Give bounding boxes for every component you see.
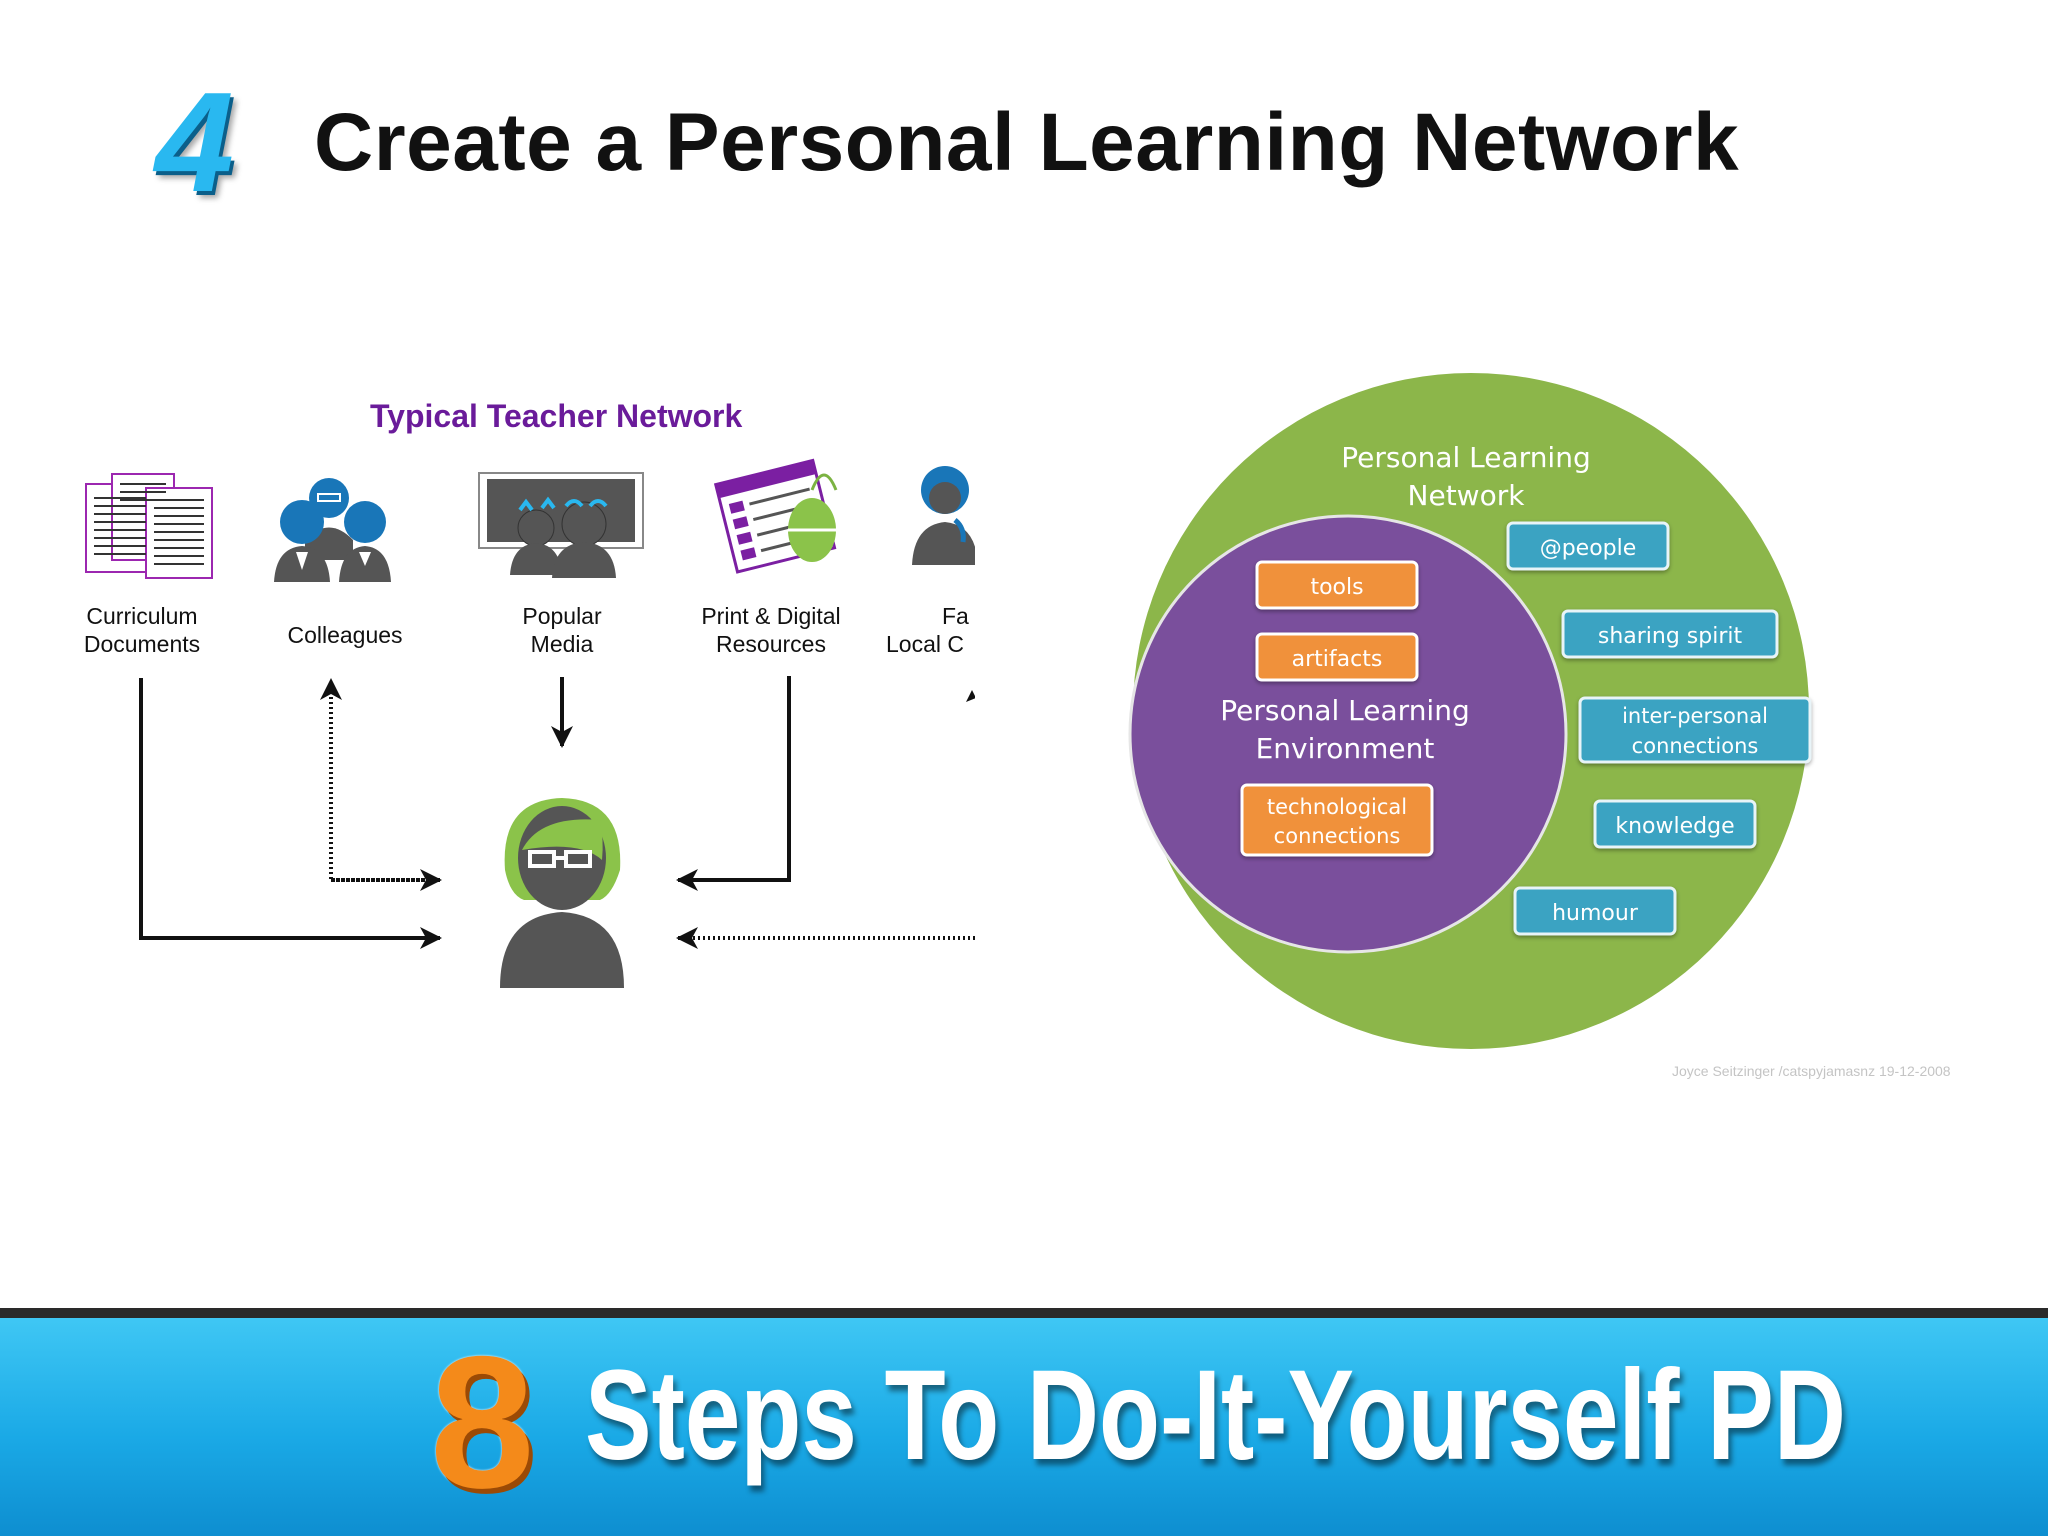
tag-technological-connections: technological connections: [1242, 785, 1432, 855]
tag-label: humour: [1552, 901, 1639, 926]
node-label-line: Documents: [47, 630, 237, 658]
tag-label: connections: [1632, 734, 1759, 758]
node-label-line: Local C: [880, 630, 975, 658]
tag-label: artifacts: [1292, 647, 1383, 672]
tag-knowledge: knowledge: [1595, 801, 1755, 847]
family-community-icon: [912, 466, 975, 565]
tag-label: knowledge: [1615, 814, 1734, 839]
node-label-line: Resources: [676, 630, 866, 658]
tag-artifacts: artifacts: [1257, 634, 1417, 680]
node-label-colleagues: Colleagues: [250, 621, 440, 649]
tag-label: connections: [1274, 824, 1401, 848]
ple-label-line1: Personal Learning: [1220, 694, 1469, 727]
colleagues-icon: [274, 478, 391, 582]
tag-label: tools: [1310, 575, 1363, 600]
node-label-line: Colleagues: [250, 621, 440, 649]
tag-label: inter-personal: [1622, 704, 1768, 728]
tag-label: @people: [1540, 536, 1637, 561]
print-digital-resources-icon: [716, 460, 836, 572]
node-label-print-digital-resources: Print & Digital Resources: [676, 602, 866, 658]
node-label-line: Curriculum: [47, 602, 237, 630]
node-label-family-community: Fa Local C: [880, 602, 975, 658]
image-credit: Joyce Seitzinger /catspyjamasnz 19-12-20…: [1672, 1063, 1951, 1079]
node-label-line: Fa: [880, 602, 975, 630]
tag-label: sharing spirit: [1598, 624, 1743, 649]
node-label-popular-media: Popular Media: [467, 602, 657, 658]
tag-people: @people: [1508, 523, 1668, 569]
tag-sharing-spirit: sharing spirit: [1563, 611, 1777, 657]
node-label-curriculum-documents: Curriculum Documents: [47, 602, 237, 658]
documents-icon: [86, 474, 212, 578]
ple-label-line2: Environment: [1256, 732, 1435, 765]
tag-tools: tools: [1257, 562, 1417, 608]
teacher-network-diagram: Typical Teacher Network: [0, 0, 975, 1536]
tag-label: technological: [1267, 795, 1407, 819]
node-label-line: Media: [467, 630, 657, 658]
pln-label-line2: Network: [1408, 479, 1526, 512]
tag-inter-personal-connections: inter-personal connections: [1580, 698, 1810, 762]
personal-learning-network-diagram: Personal Learning Network Personal Learn…: [1115, 373, 1827, 1053]
node-label-line: Print & Digital: [676, 602, 866, 630]
node-label-line: Popular: [467, 602, 657, 630]
pln-label-line1: Personal Learning: [1341, 441, 1590, 474]
teacher-network-graphics: [0, 0, 975, 1536]
tag-humour: humour: [1515, 888, 1675, 934]
popular-media-icon: [479, 473, 643, 578]
banner-title: Steps To Do-It-Yourself PD: [585, 1352, 1846, 1480]
teacher-icon: [500, 798, 624, 988]
banner-number: 8: [430, 1328, 535, 1516]
